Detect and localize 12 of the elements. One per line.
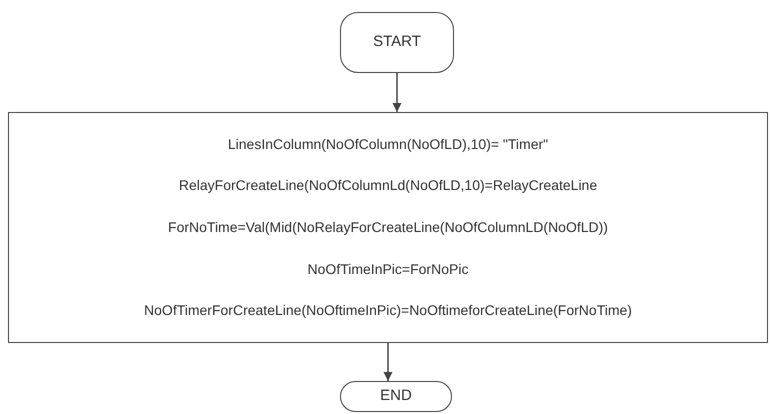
statement-text: ForNoTime=Val(Mid(NoRelayForCreateLine(NoOfColumnLD(NoOfLD)): [168, 218, 608, 237]
arrow: [392, 73, 402, 112]
terminal-shape: [340, 381, 452, 412]
statement-text: NoOfTimerForCreateLine(NoOftimeInPic)=NoOftimeforCreateLine(ForNoTime): [144, 301, 632, 320]
process-box: [8, 112, 768, 343]
terminal-shape: [340, 12, 454, 73]
terminal-label: END: [380, 386, 412, 406]
statement-text: NoOfTimeInPic=ForNoPic: [308, 260, 468, 279]
statement-text: LinesInColumn(NoOfColumn(NoOfLD),10)= "Timer": [228, 134, 548, 154]
statement-text: RelayForCreateLine(NoOfColumnLd(NoOfLD,10)=RelayCreateLine: [178, 176, 598, 196]
arrow: [384, 343, 392, 381]
terminal-label: START: [373, 32, 421, 52]
